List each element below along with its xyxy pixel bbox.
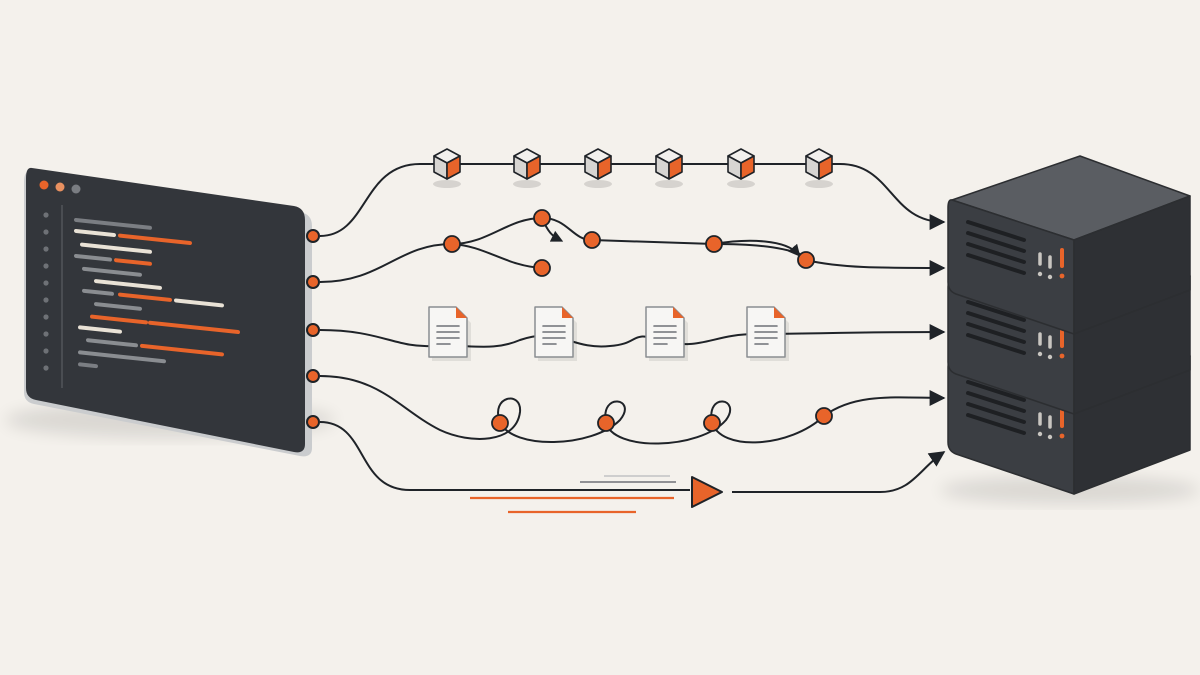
code-lines — [74, 217, 240, 369]
cube-icon — [805, 148, 833, 188]
cube-icon — [655, 148, 683, 188]
status-light — [1047, 434, 1053, 440]
document-icon — [428, 306, 471, 361]
server-stack — [940, 155, 1200, 504]
status-light — [1059, 353, 1065, 359]
lane-stream — [470, 475, 723, 514]
packet-dot — [815, 407, 833, 425]
port-branching — [306, 275, 320, 289]
cube-icon — [433, 148, 461, 188]
editor-screen — [26, 167, 305, 453]
packet-dot — [797, 251, 815, 269]
packet-dot — [491, 414, 509, 432]
port-loops — [306, 369, 320, 383]
document-icon — [746, 306, 789, 361]
status-light — [1059, 273, 1065, 279]
port-documents — [306, 323, 320, 337]
port-stream — [306, 415, 320, 429]
lane-branching — [443, 209, 815, 277]
packet-dot — [583, 231, 601, 249]
lane-branching-line — [319, 216, 801, 283]
packet-dot — [533, 209, 551, 227]
status-light — [1037, 351, 1043, 357]
cube-icon — [727, 148, 755, 188]
client-ports — [306, 229, 320, 429]
server-unit — [947, 155, 1191, 335]
packet-dot — [533, 259, 551, 277]
document-icon — [645, 306, 688, 361]
status-light — [1037, 271, 1043, 277]
packet-dot — [443, 235, 461, 253]
cube-icon — [513, 148, 541, 188]
packet-dot — [703, 414, 721, 432]
lane-documents-line — [319, 324, 946, 348]
status-light — [1059, 433, 1065, 439]
port-blocks — [306, 229, 320, 243]
status-light — [1047, 354, 1053, 360]
connection-lines — [319, 163, 946, 493]
cube-icon — [584, 148, 612, 188]
lane-blocks — [433, 148, 833, 188]
status-light — [1037, 431, 1043, 437]
lane-loops-line — [319, 375, 946, 445]
status-light — [1047, 274, 1053, 280]
lane-blocks-line — [319, 163, 946, 237]
packet-dot — [597, 414, 615, 432]
lane-stream-line — [319, 421, 690, 491]
packet-dot — [705, 235, 723, 253]
window-close-dot[interactable] — [39, 180, 49, 190]
window-minimize-dot[interactable] — [55, 182, 65, 192]
line-number-gutter — [43, 212, 49, 371]
play-arrow-icon — [691, 476, 723, 508]
window-maximize-dot[interactable] — [71, 184, 81, 194]
lane-documents — [428, 306, 789, 361]
document-icon — [534, 306, 577, 361]
lane-loops — [491, 407, 833, 432]
code-editor-window — [5, 167, 335, 457]
